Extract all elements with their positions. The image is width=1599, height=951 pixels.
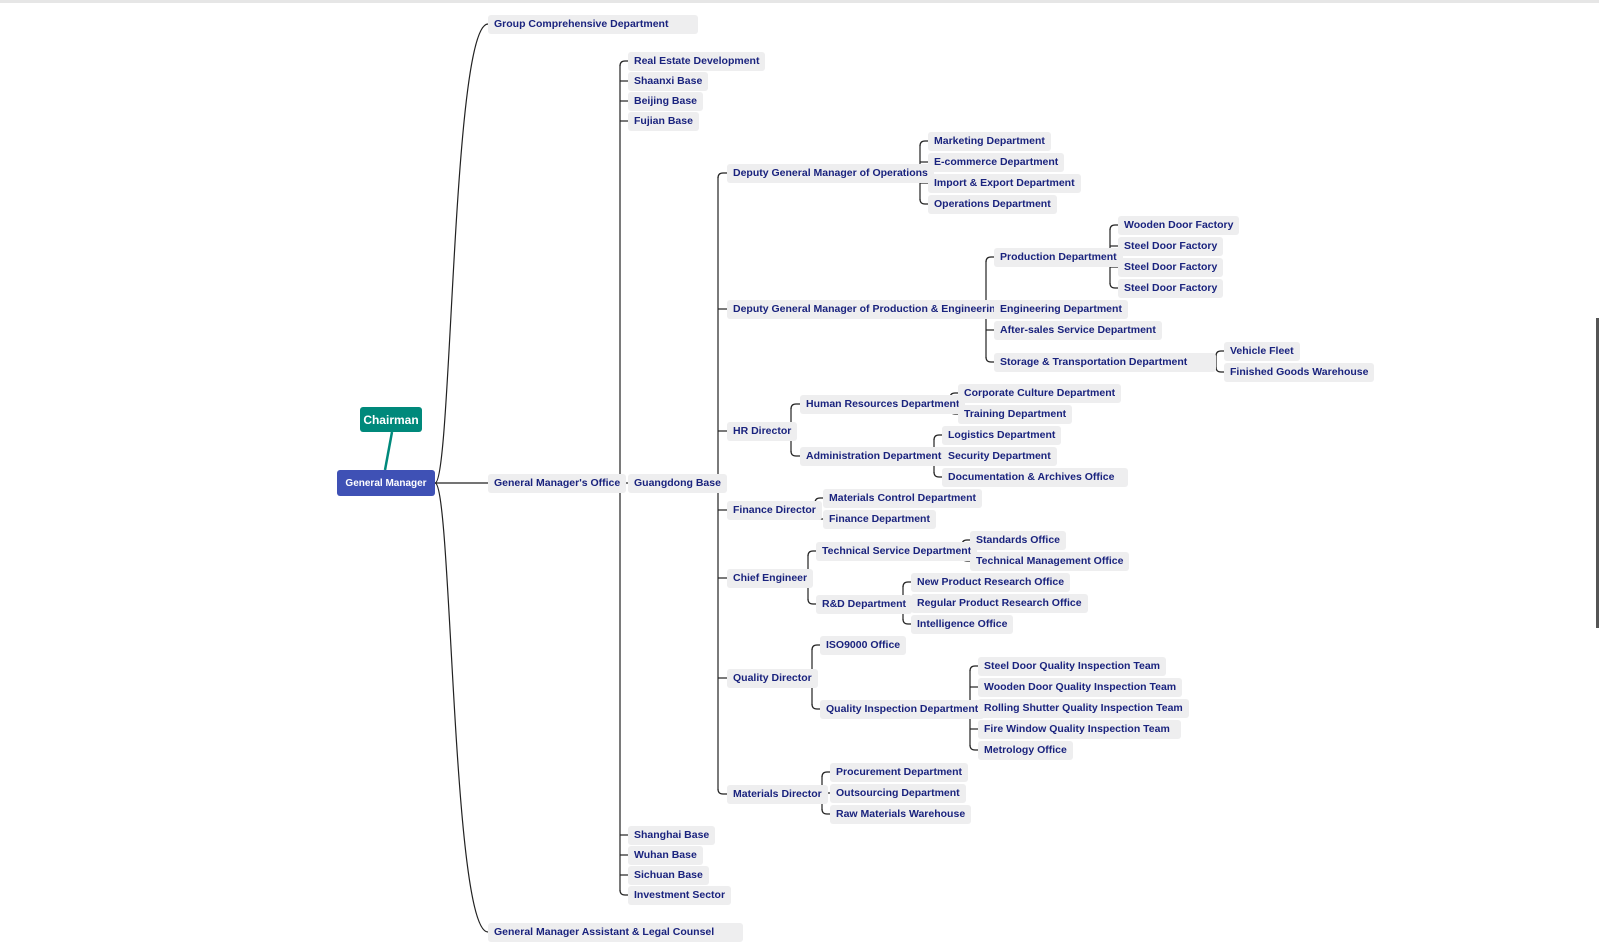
node-guangdong[interactable]: Guangdong Base <box>628 473 727 493</box>
node-security[interactable]: Security Department <box>942 446 1057 466</box>
node-training[interactable]: Training Department <box>958 404 1073 424</box>
node-techservice[interactable]: Technical Service Department <box>816 541 978 561</box>
node-admin[interactable]: Administration Department <box>800 446 948 466</box>
node-wuhan[interactable]: Wuhan Base <box>628 845 703 865</box>
top-border <box>0 0 1599 3</box>
node-wooden-fac[interactable]: Wooden Door Factory <box>1118 215 1240 235</box>
node-techmgmt[interactable]: Technical Management Office <box>970 551 1130 571</box>
node-aftersales[interactable]: After-sales Service Department <box>994 320 1162 340</box>
node-standards[interactable]: Standards Office <box>970 530 1067 550</box>
node-assist[interactable]: General Manager Assistant & Legal Counse… <box>488 922 743 942</box>
node-q-roll[interactable]: Rolling Shutter Quality Inspection Team <box>978 698 1189 718</box>
node-impexp[interactable]: Import & Export Department <box>928 173 1081 193</box>
node-metrology[interactable]: Metrology Office <box>978 740 1073 760</box>
node-beijing[interactable]: Beijing Base <box>628 91 704 111</box>
node-invest[interactable]: Investment Sector <box>628 885 732 905</box>
node-steel-fac3[interactable]: Steel Door Factory <box>1118 278 1224 298</box>
general-manager-node[interactable]: General Manager <box>337 470 435 496</box>
scrollbar-edge[interactable] <box>1596 318 1599 628</box>
node-group[interactable]: Group Comprehensive Department <box>488 14 698 34</box>
node-mat-dir[interactable]: Materials Director <box>727 784 828 804</box>
node-iso[interactable]: ISO9000 Office <box>820 635 907 655</box>
node-fujian[interactable]: Fujian Base <box>628 111 699 131</box>
node-matcontrol[interactable]: Materials Control Department <box>823 488 983 508</box>
node-newprod[interactable]: New Product Research Office <box>911 572 1071 592</box>
node-finished[interactable]: Finished Goods Warehouse <box>1224 362 1375 382</box>
node-dgm-prod[interactable]: Deputy General Manager of Production & E… <box>727 299 1008 319</box>
node-regprod[interactable]: Regular Product Research Office <box>911 593 1088 613</box>
node-steel-fac1[interactable]: Steel Door Factory <box>1118 236 1224 256</box>
node-marketing[interactable]: Marketing Department <box>928 131 1051 151</box>
node-hrd[interactable]: Human Resources Department <box>800 394 966 414</box>
node-outsource[interactable]: Outsourcing Department <box>830 783 966 803</box>
node-qid[interactable]: Quality Inspection Department <box>820 699 985 719</box>
node-opsdept[interactable]: Operations Department <box>928 194 1057 214</box>
node-gmo[interactable]: General Manager's Office <box>488 473 627 493</box>
node-intel[interactable]: Intelligence Office <box>911 614 1014 634</box>
node-realestate[interactable]: Real Estate Development <box>628 51 766 71</box>
node-hr-dir[interactable]: HR Director <box>727 421 798 441</box>
node-rawmat[interactable]: Raw Materials Warehouse <box>830 804 972 824</box>
node-eng-dept[interactable]: Engineering Department <box>994 299 1128 319</box>
node-prod-dept[interactable]: Production Department <box>994 247 1123 267</box>
node-q-wood[interactable]: Wooden Door Quality Inspection Team <box>978 677 1183 697</box>
chairman-node[interactable]: Chairman <box>360 407 422 432</box>
node-procure[interactable]: Procurement Department <box>830 762 969 782</box>
node-qual-dir[interactable]: Quality Director <box>727 668 818 688</box>
node-steel-fac2[interactable]: Steel Door Factory <box>1118 257 1224 277</box>
node-fleet[interactable]: Vehicle Fleet <box>1224 341 1300 361</box>
node-archives[interactable]: Documentation & Archives Office <box>942 467 1128 487</box>
node-rnd[interactable]: R&D Department <box>816 594 913 614</box>
node-storage[interactable]: Storage & Transportation Department <box>994 352 1216 372</box>
node-logistics[interactable]: Logistics Department <box>942 425 1062 445</box>
node-dgm-ops[interactable]: Deputy General Manager of Operations <box>727 163 934 183</box>
node-chief-eng[interactable]: Chief Engineer <box>727 568 814 588</box>
node-sichuan[interactable]: Sichuan Base <box>628 865 709 885</box>
node-shanghai[interactable]: Shanghai Base <box>628 825 716 845</box>
node-shaanxi[interactable]: Shaanxi Base <box>628 71 709 91</box>
node-finance[interactable]: Finance Department <box>823 509 936 529</box>
node-q-fire[interactable]: Fire Window Quality Inspection Team <box>978 719 1181 739</box>
node-culture[interactable]: Corporate Culture Department <box>958 383 1122 403</box>
node-fin-dir[interactable]: Finance Director <box>727 500 822 520</box>
node-ecom[interactable]: E-commerce Department <box>928 152 1065 172</box>
node-q-steel[interactable]: Steel Door Quality Inspection Team <box>978 656 1167 676</box>
